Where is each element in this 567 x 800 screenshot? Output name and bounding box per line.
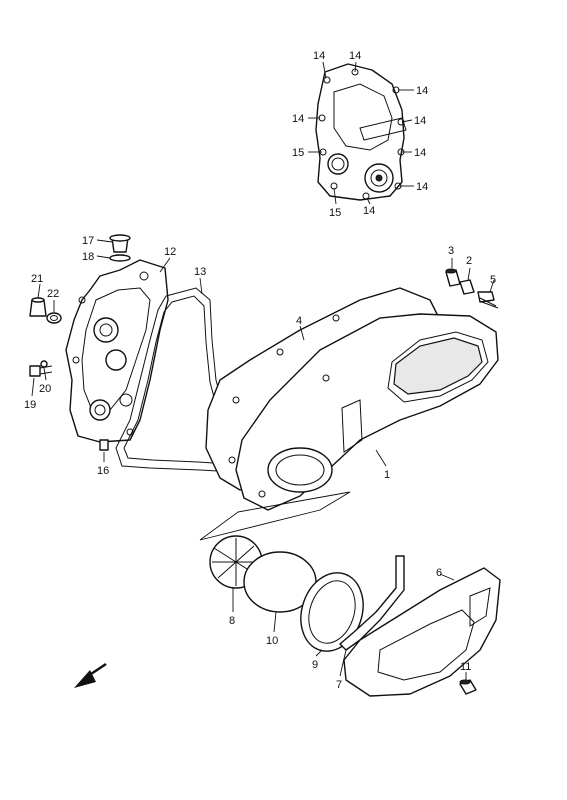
callout-14: 14 bbox=[414, 147, 426, 159]
callout-8: 8 bbox=[229, 615, 235, 627]
callout-21: 21 bbox=[31, 273, 43, 285]
callout-11: 11 bbox=[460, 661, 471, 673]
callout-14: 14 bbox=[416, 181, 428, 193]
callout-18: 18 bbox=[82, 251, 94, 263]
callout-20: 20 bbox=[39, 383, 51, 395]
callout-14: 14 bbox=[292, 113, 304, 125]
callout-14: 14 bbox=[363, 205, 375, 217]
callout-22: 22 bbox=[47, 288, 59, 300]
filter-assembly-part bbox=[199, 491, 364, 652]
callout-5: 5 bbox=[490, 274, 496, 286]
direction-arrow-icon bbox=[74, 662, 107, 688]
callout-15: 15 bbox=[329, 207, 341, 219]
outer-cover-part bbox=[205, 287, 499, 511]
callout-19: 19 bbox=[24, 399, 36, 411]
callout-1: 1 bbox=[384, 469, 390, 481]
lower-cover-part bbox=[343, 567, 501, 697]
callout-16: 16 bbox=[97, 465, 109, 477]
callout-14: 14 bbox=[416, 85, 428, 97]
callout-14: 14 bbox=[349, 50, 361, 62]
callout-3: 3 bbox=[448, 245, 454, 257]
callout-17: 17 bbox=[82, 235, 94, 247]
leader-lines bbox=[31, 61, 495, 680]
filler-plug-part bbox=[109, 234, 131, 262]
bolts-part bbox=[445, 268, 499, 309]
callout-labels: 14 14 14 14 14 14 15 14 15 14 17 18 12 1… bbox=[24, 50, 496, 691]
callout-10: 10 bbox=[266, 635, 278, 647]
bolt-11-part bbox=[459, 679, 477, 695]
callout-12: 12 bbox=[164, 246, 176, 258]
callout-7: 7 bbox=[336, 679, 342, 691]
inner-cover-part bbox=[315, 63, 407, 201]
callout-14: 14 bbox=[414, 115, 426, 127]
callout-9: 9 bbox=[312, 659, 318, 671]
crankcase-part bbox=[65, 259, 169, 443]
callout-4: 4 bbox=[296, 315, 302, 327]
small-parts bbox=[29, 297, 109, 451]
callout-2: 2 bbox=[466, 255, 472, 267]
callout-15: 15 bbox=[292, 147, 304, 159]
callout-13: 13 bbox=[194, 266, 206, 278]
callout-6: 6 bbox=[436, 567, 442, 579]
callout-14: 14 bbox=[313, 50, 325, 62]
